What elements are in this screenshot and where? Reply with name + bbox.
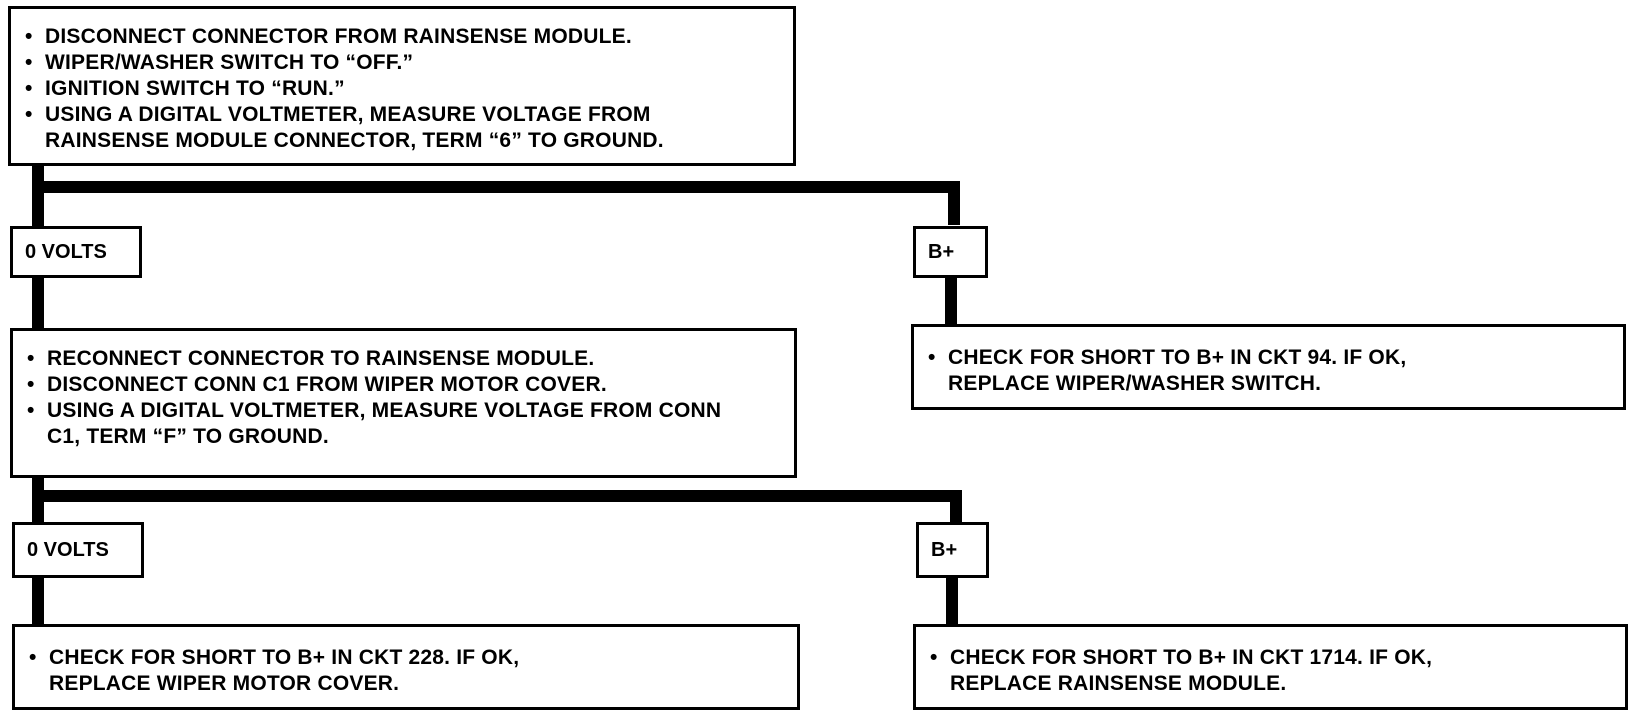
result-0-volts-ckt228-box: CHECK FOR SHORT TO B+ IN CKT 228. IF OK,… [12,624,800,710]
step2-item: USING A DIGITAL VOLTMETER, MEASURE VOLTA… [25,398,737,450]
step2-item: DISCONNECT CONN C1 FROM WIPER MOTOR COVE… [25,372,794,398]
connector-branch2-horizontal [32,490,962,502]
result-b2-item: CHECK FOR SHORT TO B+ IN CKT 1714. IF OK… [928,645,1470,697]
branch1-0-volts-label: 0 VOLTS [10,226,142,278]
step1-list: DISCONNECT CONNECTOR FROM RAINSENSE MODU… [23,24,793,154]
step1-item: IGNITION SWITCH TO “RUN.” [23,76,793,102]
connector-0v1-down [32,268,44,332]
branch2-b-plus-label: B+ [916,522,989,578]
step2-instructions-box: RECONNECT CONNECTOR TO RAINSENSE MODULE.… [10,328,797,478]
step2-item: RECONNECT CONNECTOR TO RAINSENSE MODULE. [25,346,794,372]
result-0v2-list: CHECK FOR SHORT TO B+ IN CKT 228. IF OK,… [27,645,797,697]
connector-0v2-down [32,574,44,626]
step2-list: RECONNECT CONNECTOR TO RAINSENSE MODULE.… [25,346,794,450]
step1-item: USING A DIGITAL VOLTMETER, MEASURE VOLTA… [23,102,735,154]
connector-b1-down [945,272,957,326]
result-b2-list: CHECK FOR SHORT TO B+ IN CKT 1714. IF OK… [928,645,1625,697]
connector-branch1-horizontal [32,181,960,193]
result-b1-item: CHECK FOR SHORT TO B+ IN CKT 94. IF OK, … [926,345,1468,397]
result-b-plus-ckt1714-box: CHECK FOR SHORT TO B+ IN CKT 1714. IF OK… [913,624,1628,710]
connector-b2-down [946,574,958,626]
branch2-0-volts-label: 0 VOLTS [12,522,144,578]
connector-branch2-right-down [950,490,962,532]
branch1-b-plus-label: B+ [913,226,988,278]
connector-step2-down [32,472,44,532]
step1-item: DISCONNECT CONNECTOR FROM RAINSENSE MODU… [23,24,793,50]
result-0v2-item: CHECK FOR SHORT TO B+ IN CKT 228. IF OK,… [27,645,569,697]
result-b1-list: CHECK FOR SHORT TO B+ IN CKT 94. IF OK, … [926,345,1623,397]
step1-item: WIPER/WASHER SWITCH TO “OFF.” [23,50,793,76]
step1-instructions-box: DISCONNECT CONNECTOR FROM RAINSENSE MODU… [8,6,796,166]
result-b-plus-ckt94-box: CHECK FOR SHORT TO B+ IN CKT 94. IF OK, … [911,324,1626,410]
connector-branch1-right-down [948,181,960,225]
